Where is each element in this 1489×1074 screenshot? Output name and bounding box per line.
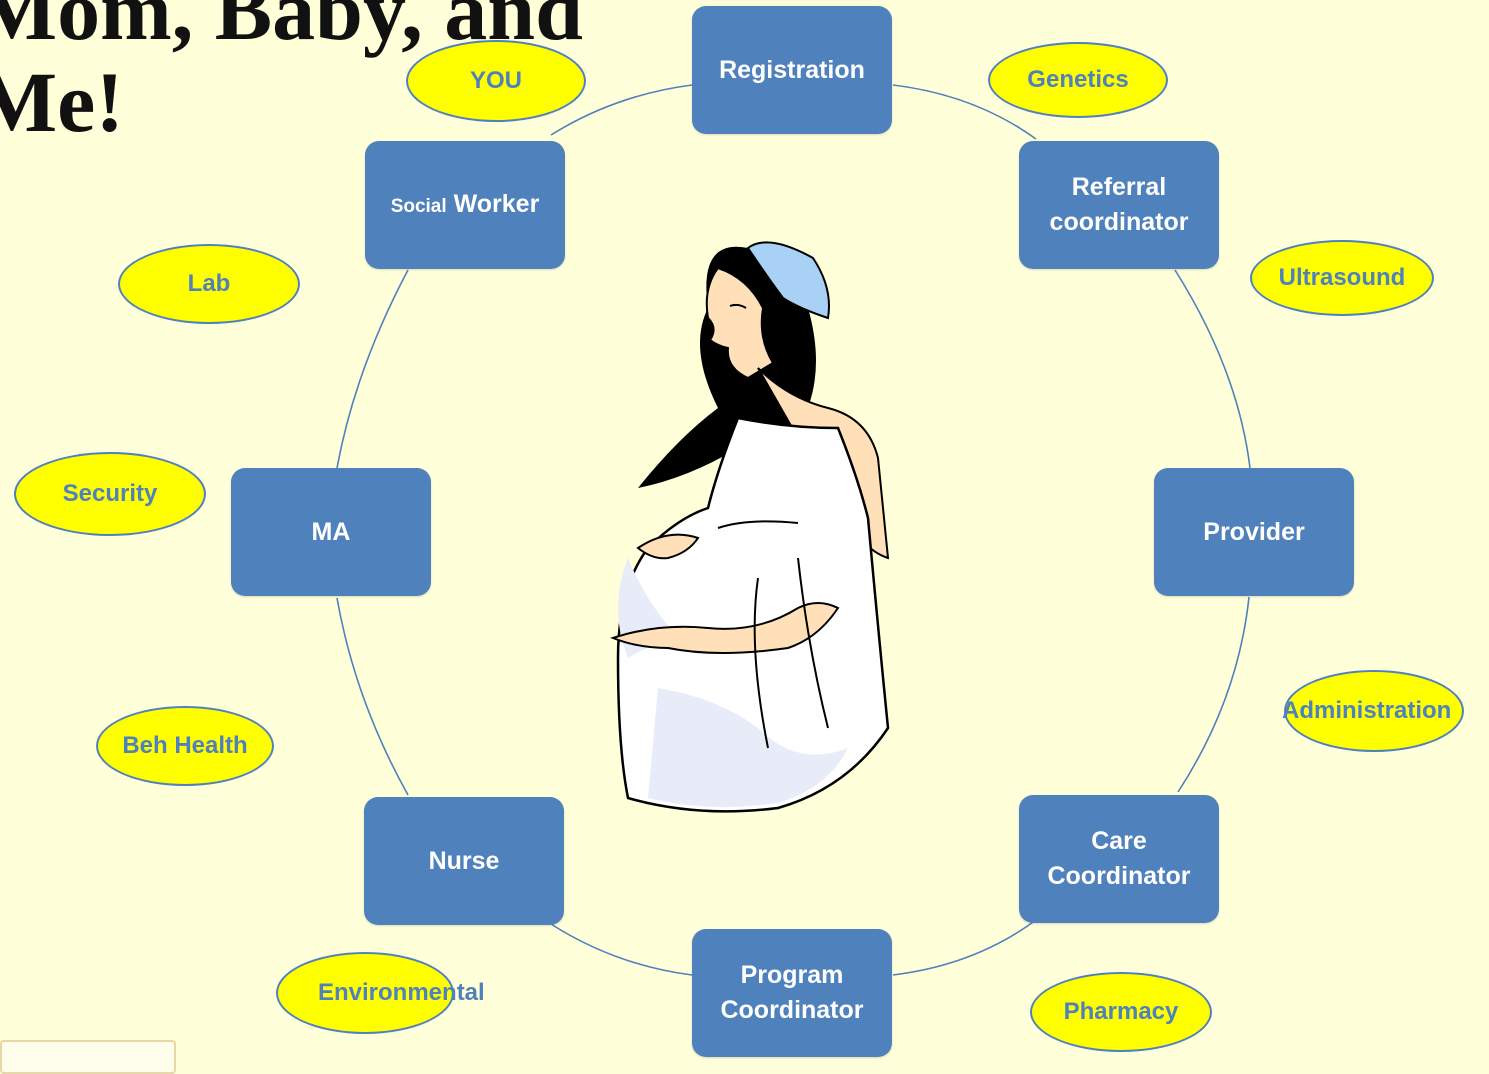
- oval-pharmacy: Pharmacy: [1030, 972, 1212, 1052]
- bottom-left-frame: [0, 1040, 176, 1074]
- connector-registration-referral: [892, 84, 1037, 140]
- connector-nurse-ma: [336, 597, 409, 796]
- connector-referral-provider: [1174, 269, 1251, 469]
- node-referral-line-1: Referral: [1071, 173, 1167, 201]
- oval-you: YOU: [406, 40, 586, 122]
- node-provider: Provider: [1154, 468, 1354, 596]
- oval-environmental-label: Environmental: [318, 979, 485, 1006]
- connector-social-registration: [550, 84, 693, 136]
- oval-ultrasound: Ultrasound: [1250, 240, 1434, 316]
- oval-administration-label: Administration: [1282, 697, 1452, 724]
- social-worker-main: Worker: [453, 189, 540, 218]
- connector-ma-social: [336, 269, 409, 469]
- title-line-2: Me!: [0, 54, 124, 150]
- pregnant-woman-illustration: [610, 241, 890, 813]
- oval-administration: Administration: [1282, 670, 1464, 752]
- node-ma: MA: [231, 468, 431, 596]
- title-line-1: Mom, Baby, and: [0, 0, 583, 58]
- connector-care-program: [892, 919, 1037, 976]
- node-referral-line-2: coordinator: [1049, 208, 1189, 236]
- node-registration: Registration: [692, 6, 892, 134]
- oval-environmental: Environmental: [276, 952, 485, 1034]
- oval-genetics: Genetics: [988, 42, 1168, 118]
- connector-provider-care: [1177, 596, 1250, 793]
- node-nurse: Nurse: [364, 797, 564, 925]
- node-nurse-line-1: Nurse: [428, 846, 500, 875]
- node-ma-line-1: MA: [311, 517, 351, 546]
- connector-program-nurse: [550, 923, 693, 976]
- oval-beh-health: Beh Health: [96, 706, 274, 786]
- social-worker-prefix: Social: [390, 195, 447, 217]
- node-program-line-2: Coordinator: [720, 996, 864, 1024]
- node-program-line-1: Program: [740, 961, 844, 989]
- node-provider-line-1: Provider: [1203, 517, 1305, 546]
- node-referral-coordinator: Referral coordinator: [1019, 141, 1219, 269]
- node-registration-line-1: Registration: [719, 55, 865, 84]
- node-social-worker: Social Worker: [365, 141, 565, 269]
- oval-security: Security: [14, 452, 206, 536]
- node-care-line-1: Care: [1091, 827, 1147, 855]
- node-care-line-2: Coordinator: [1047, 862, 1191, 890]
- oval-lab: Lab: [118, 244, 300, 324]
